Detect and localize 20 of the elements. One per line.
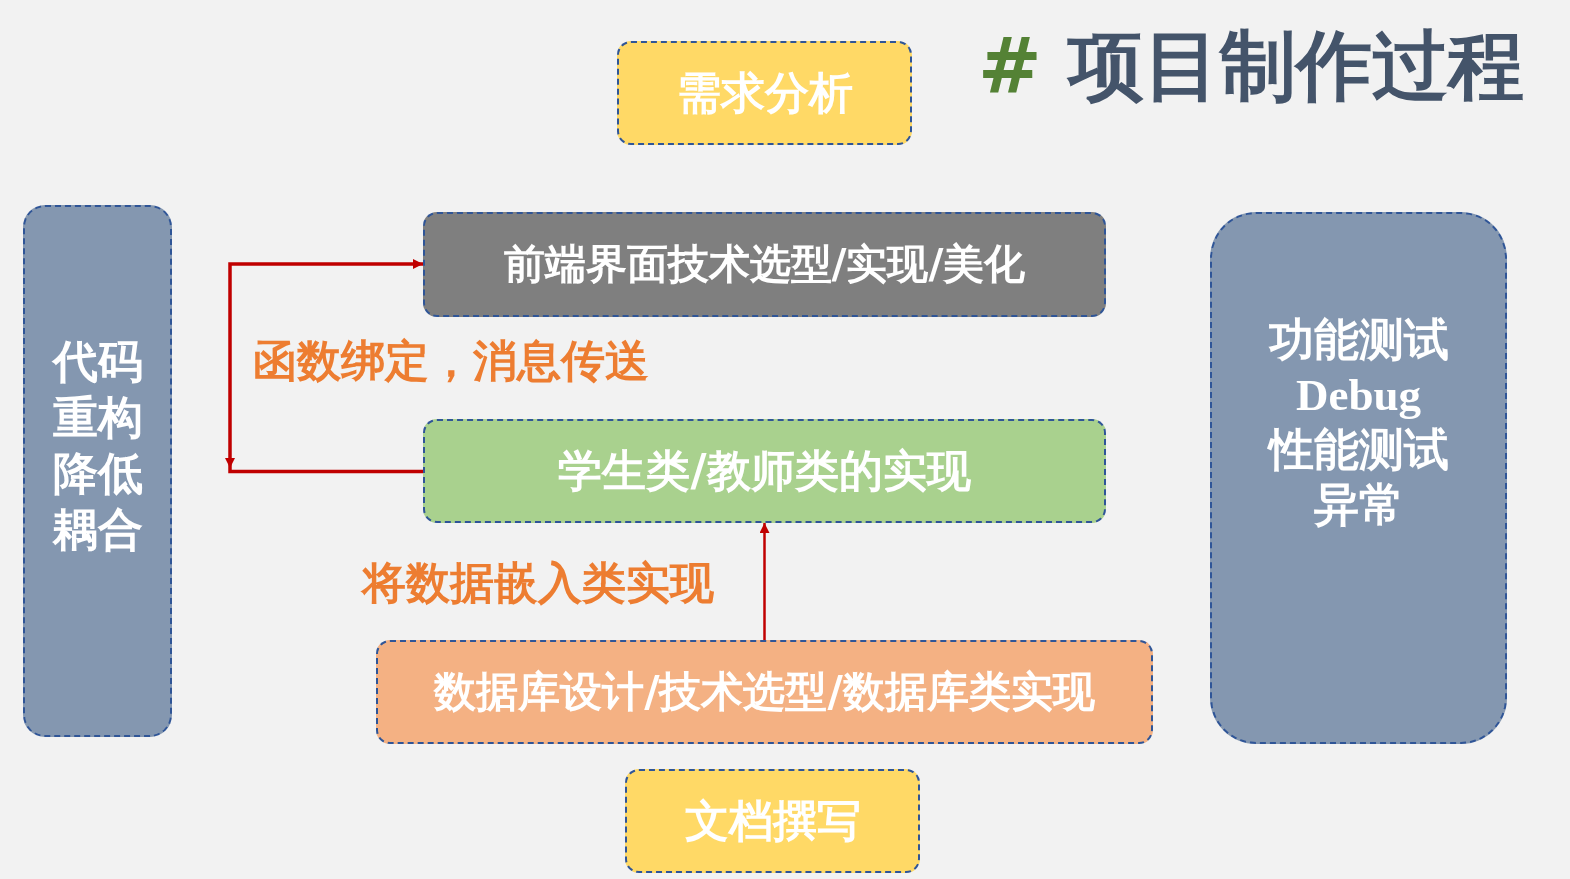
process-box <box>617 41 912 145</box>
process-box <box>423 419 1106 523</box>
process-box <box>625 769 920 873</box>
node-label: 异常 <box>1313 477 1404 533</box>
title: # 项目制作过程 <box>978 22 1525 110</box>
node-label: 需求分析 <box>676 66 853 120</box>
node-label: 文档撰写 <box>684 794 861 848</box>
node-label: 前端界面技术选型/实现/美化 <box>503 239 1026 290</box>
node-label: 性能测试 <box>1268 423 1449 478</box>
side-panel <box>1210 212 1507 744</box>
edge-label: 函数绑定，消息传送 <box>253 337 649 386</box>
node-label: 功能测试 <box>1268 313 1449 369</box>
process-box <box>423 212 1106 317</box>
node-label: 代码重构降低耦合 <box>52 334 143 558</box>
edge-label: 将数据嵌入类实现 <box>362 559 714 608</box>
node-label: Debug <box>1296 369 1421 423</box>
node-label: 数据库设计/技术选型/数据库类实现 <box>434 666 1095 718</box>
side-panel <box>23 205 172 737</box>
node-label: 学生类/教师类的实现 <box>558 444 971 498</box>
process-box <box>376 640 1153 744</box>
